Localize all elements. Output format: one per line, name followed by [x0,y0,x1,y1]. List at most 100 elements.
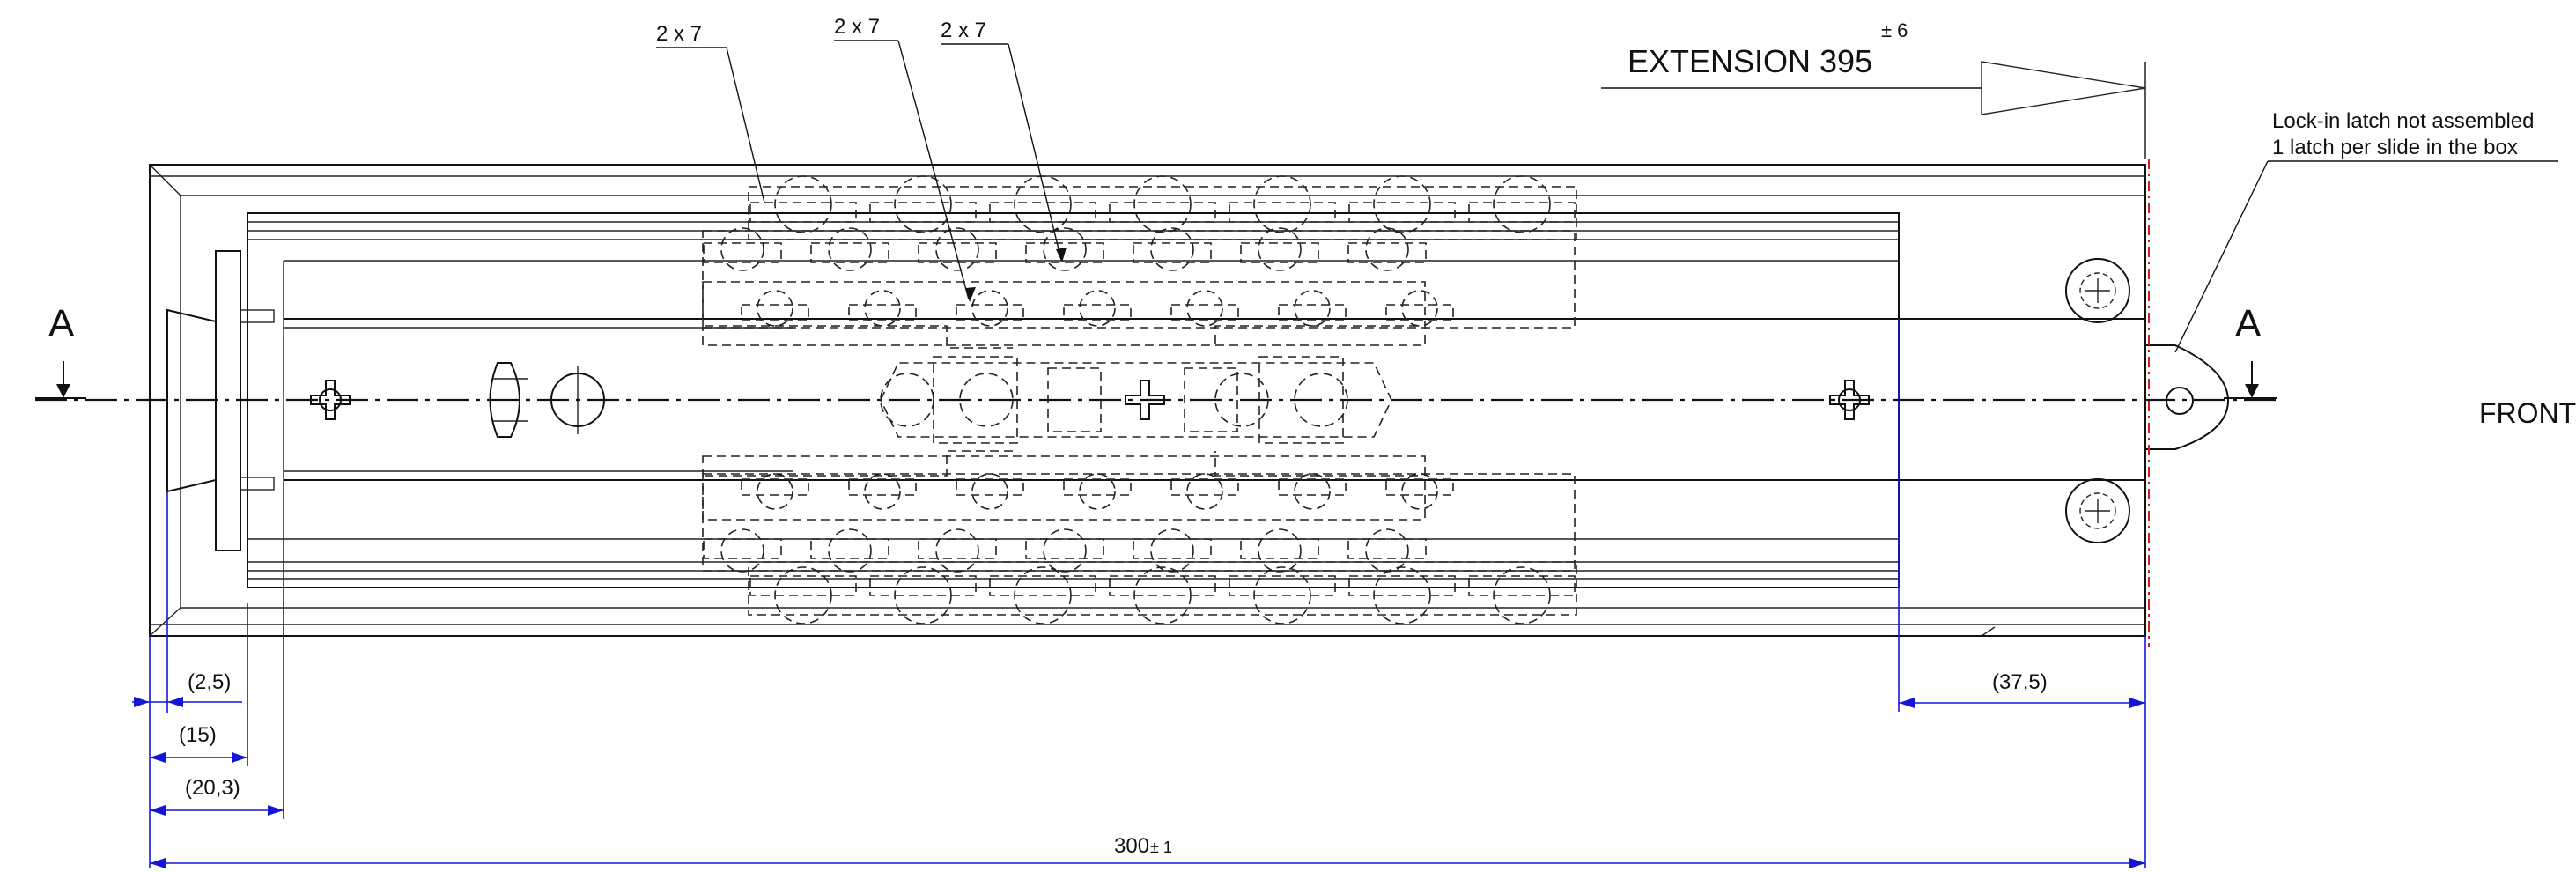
front-star-hole-top [2065,258,2130,323]
bearing-ball [1365,227,1409,271]
bearing-ball [1294,290,1331,327]
bearing-cage [741,478,809,496]
bearing-ball [720,227,764,271]
bearing-ball [757,290,793,327]
bearing-cage [918,538,997,559]
bearing-ball [1079,473,1116,510]
bearing-cage [848,304,917,321]
bearing-ball [959,373,1014,427]
dim-15: (15) [179,723,217,747]
bearing-ball [864,473,901,510]
bearing-ball [1133,175,1192,233]
bearing-ball [720,528,764,573]
bearing-cage [848,478,917,496]
callout-right-text: 2 x 7 [941,18,986,42]
bearing-ball [1043,227,1087,271]
bearing-cage [1348,575,1456,596]
bearing-ball [1373,175,1431,233]
bearing-cage [703,242,782,263]
callout-mid: 2 x 7 [834,15,976,302]
bearing-cage [741,304,809,321]
bearing-cage [1170,304,1239,321]
bearing-ball [1294,473,1331,510]
section-label-right: A [2235,302,2262,345]
bearing-cage [1229,575,1336,596]
section-marker-left: A [35,302,86,399]
bearing-cage [989,575,1096,596]
callout-left: 2 x 7 [656,22,765,203]
disconnect-lever [489,362,528,438]
bearing-ball [894,175,952,233]
bearing-ball [1493,175,1551,233]
bearing-ball [828,227,872,271]
extension-label: EXTENSION 395 [1628,43,1872,79]
bearing-ball [1258,227,1302,271]
screw-hole-center [1125,380,1165,420]
bearing-cage [810,242,889,263]
bearing-ball [1258,528,1302,573]
bearing-ball [1401,473,1438,510]
bearing-cage [1133,242,1212,263]
moving-member [284,318,2145,481]
bearing-ball [1014,175,1072,233]
section-marker-right: A [2224,302,2277,399]
section-label-left: A [48,302,75,345]
bearing-cage [1109,202,1216,223]
bearing-ball [1150,528,1194,573]
bearing-cage [1278,478,1347,496]
bearing-cage [1063,478,1132,496]
bearing-cage [1025,242,1104,263]
bearing-cage [702,281,1426,346]
extension-tolerance: ± 6 [1881,19,1908,41]
dim-37-5: (37,5) [1992,670,2048,694]
dimension-lines [132,319,2146,868]
bearing-cage [1385,304,1454,321]
bearing-cage [749,202,857,223]
bearing-cage [748,561,1577,616]
bearing-cage [989,202,1096,223]
bearing-ball [1186,290,1223,327]
bearing-cage [956,304,1024,321]
bearing-cage [869,575,977,596]
bearing-cage [918,242,997,263]
bearing-ball [1079,290,1116,327]
dim-20-3: (20,3) [185,776,240,800]
bearing-ball [1253,175,1311,233]
hidden-mechanism [705,325,1418,477]
bearing-cage [702,455,1426,521]
bearing-cage [956,478,1024,496]
bearing-ball [1365,528,1409,573]
bearing-ball [1150,227,1194,271]
front-label: FRONT [2479,397,2576,429]
note-line-1: Lock-in latch not assembled [2272,109,2535,133]
bearing-cage [1385,478,1454,496]
bearing-cage [1025,538,1104,559]
bearing-cage [749,575,857,596]
bearing-ball [1294,373,1348,427]
bearing-cage [1240,242,1319,263]
bearing-cage [1348,202,1456,223]
bearing-cage [1133,538,1212,559]
bearing-ball [971,473,1008,510]
bearing-cage [1347,242,1427,263]
bearing-cage [1468,575,1576,596]
callout-right: 2 x 7 [941,18,1067,262]
bearing-ball [1214,373,1269,427]
bearing-cage [1468,202,1576,223]
bearing-cage [702,230,1576,329]
bearing-ball [774,175,832,233]
bearing-ball [1186,473,1223,510]
bearing-cage [748,186,1577,240]
callout-mid-text: 2 x 7 [834,15,880,39]
bearing-ball [1043,528,1087,573]
bearing-ball [935,227,979,271]
bearing-cage [703,538,782,559]
bearing-cage [810,538,889,559]
note-line-2: 1 latch per slide in the box [2272,136,2518,159]
dim-300: 300 [1114,834,1149,858]
extension-indicator: EXTENSION 395 ± 6 [1601,19,2146,159]
bearing-ball [1401,290,1438,327]
bearing-cage [1229,202,1336,223]
dim-2-5: (2,5) [188,670,231,694]
